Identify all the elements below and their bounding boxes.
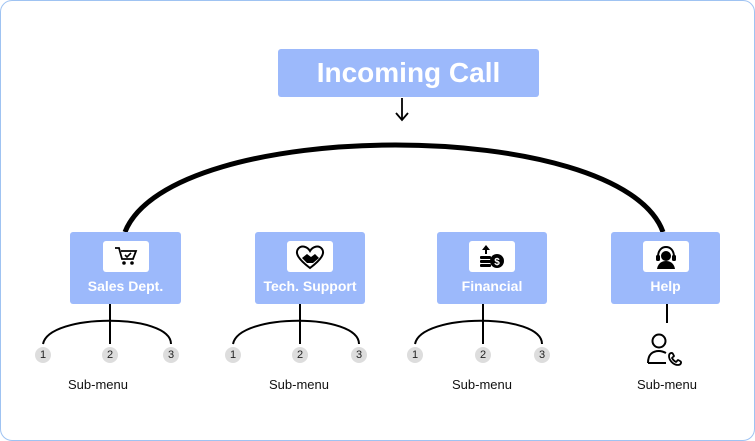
financial-box[interactable]: $ Financial xyxy=(437,232,547,304)
sales-branch-arc xyxy=(42,319,172,345)
headset-agent-icon xyxy=(642,241,689,272)
tech-branch-arc xyxy=(232,319,360,345)
financial-label: Financial xyxy=(461,278,523,294)
main-arc xyxy=(122,142,666,233)
tech-branch-1[interactable]: 1 xyxy=(225,347,241,363)
handshake-heart-icon xyxy=(287,241,333,272)
tech-support-label: Tech. Support xyxy=(263,278,357,294)
sales-branch-1[interactable]: 1 xyxy=(35,347,51,363)
sales-submenu-label: Sub-menu xyxy=(68,377,128,392)
financial-branch-arc xyxy=(414,319,543,345)
financial-branch-2[interactable]: 2 xyxy=(475,347,491,363)
financial-submenu-label: Sub-menu xyxy=(452,377,512,392)
tech-submenu-label: Sub-menu xyxy=(269,377,329,392)
tech-support-box[interactable]: Tech. Support xyxy=(255,232,365,304)
money-coins-icon: $ xyxy=(469,241,515,272)
sales-branch-2[interactable]: 2 xyxy=(102,347,118,363)
help-label: Help xyxy=(650,278,681,294)
shopping-cart-icon xyxy=(102,241,149,272)
financial-branch-1[interactable]: 1 xyxy=(407,347,423,363)
sales-dept-label: Sales Dept. xyxy=(87,278,164,294)
sales-dept-box[interactable]: Sales Dept. xyxy=(70,232,181,304)
help-box[interactable]: Help xyxy=(611,232,720,304)
tech-branch-2[interactable]: 2 xyxy=(292,347,308,363)
tech-branch-3[interactable]: 3 xyxy=(351,347,367,363)
incoming-call-title: Incoming Call xyxy=(316,57,501,88)
incoming-call-box[interactable]: Incoming Call xyxy=(278,49,539,97)
svg-text:$: $ xyxy=(494,257,500,268)
down-arrow-head xyxy=(395,112,409,122)
user-call-icon xyxy=(647,333,682,366)
financial-branch-3[interactable]: 3 xyxy=(534,347,550,363)
help-submenu-label: Sub-menu xyxy=(637,377,697,392)
sales-branch-3[interactable]: 3 xyxy=(163,347,179,363)
